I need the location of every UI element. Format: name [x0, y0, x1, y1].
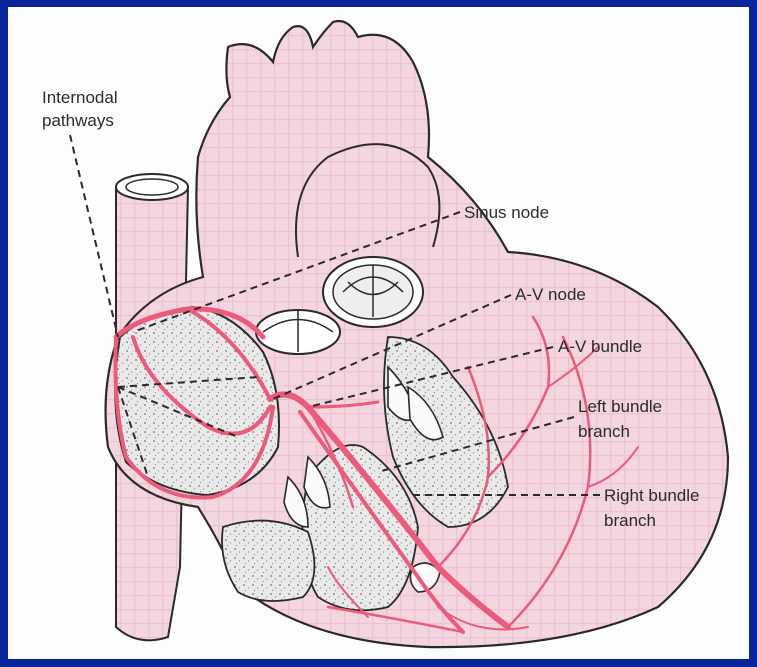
vena-cava-opening: [115, 173, 189, 201]
heart-outline: [104, 19, 730, 649]
leader-internodal-3: [117, 386, 149, 478]
label-av-bundle: A-V bundle: [558, 337, 643, 356]
label-left-bundle-line1: Left bundle: [578, 397, 663, 416]
conduction-system: [113, 306, 639, 634]
lower-chamber: [221, 519, 316, 602]
leader-sinus-node: [132, 211, 461, 333]
label-right-bundle-line1: Right bundle: [604, 486, 700, 505]
trabeculae: [283, 365, 444, 593]
label-internodal-pathways-line1: Internodal: [42, 88, 118, 107]
leader-av-bundle: [307, 346, 554, 408]
left-ventricle-chamber: [383, 336, 509, 528]
label-right-bundle-line2: branch: [604, 511, 656, 530]
label-av-node: A-V node: [515, 285, 586, 304]
leader-lines: [69, 134, 600, 496]
label-sinus-node: Sinus node: [464, 203, 550, 222]
leader-internodal-1: [69, 134, 119, 338]
leader-left-bundle: [377, 416, 575, 473]
aortic-arch: [295, 143, 441, 258]
leader-av-node: [272, 294, 512, 400]
aortic-valve: [255, 309, 341, 355]
pulmonary-valve: [322, 256, 424, 328]
diagram-frame: Internodal pathways Sinus node A-V node …: [8, 7, 749, 659]
label-left-bundle-line2: branch: [578, 422, 630, 441]
label-internodal-pathways-line2: pathways: [42, 111, 114, 130]
heart-conduction-diagram: [69, 19, 730, 649]
leader-internodal-4: [117, 386, 239, 438]
